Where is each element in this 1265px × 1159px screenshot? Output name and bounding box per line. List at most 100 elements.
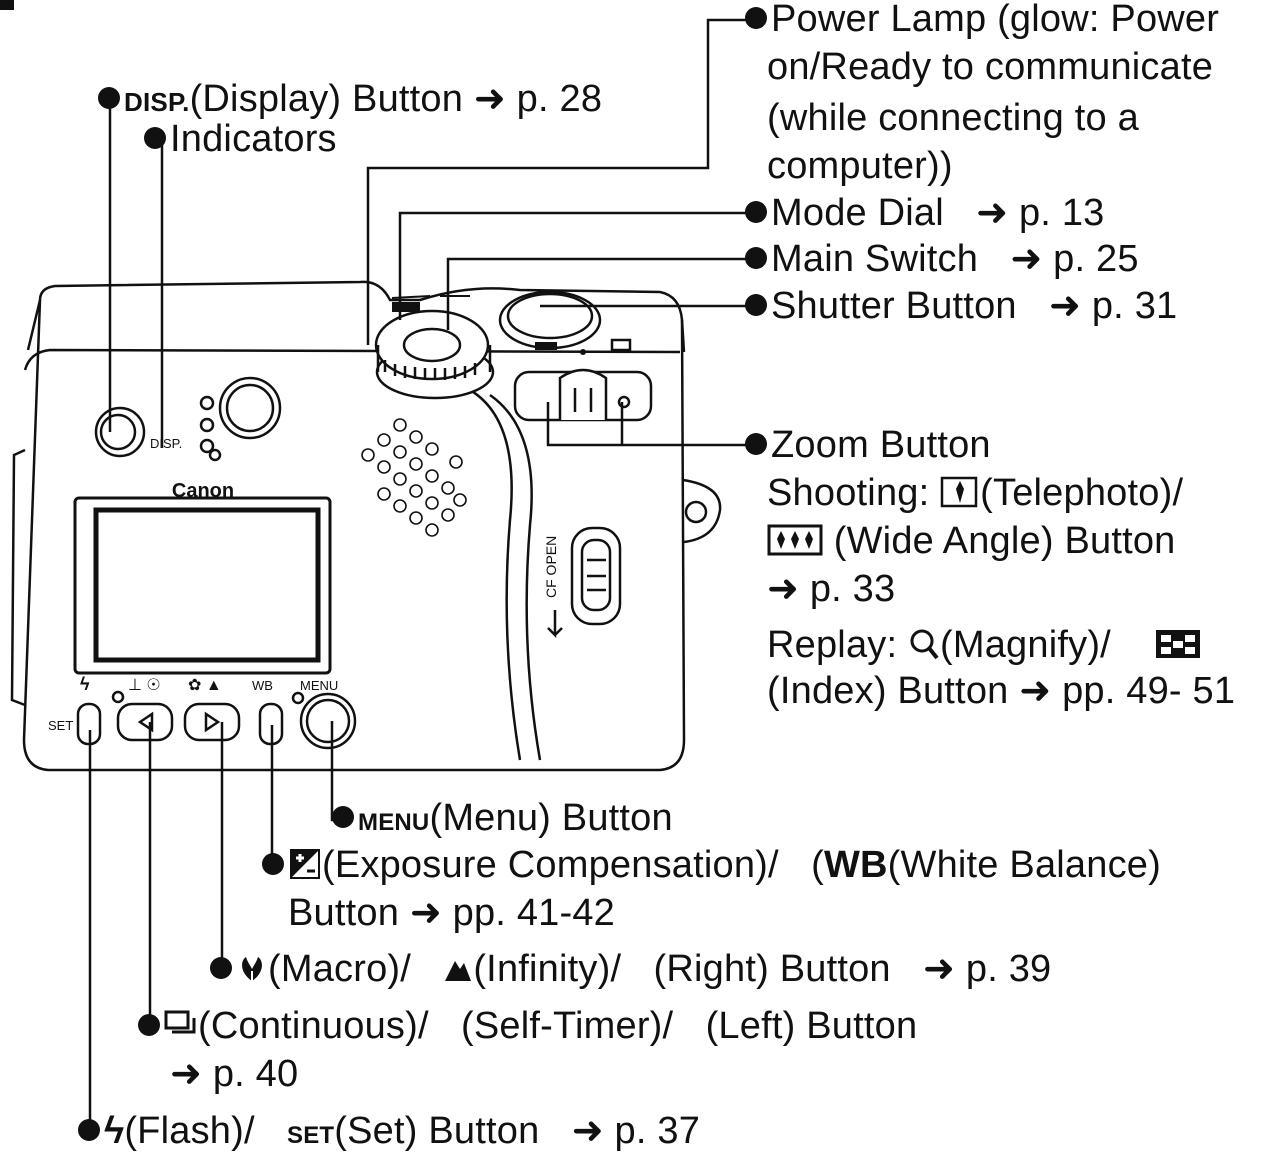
- infinity-text: (Infinity)/: [473, 948, 622, 990]
- button-word: Button: [288, 892, 400, 934]
- exposure-compensation-icon: [290, 848, 320, 879]
- shutter-label: Shutter Button: [771, 285, 1017, 327]
- display-label: (Display) Button: [189, 78, 464, 120]
- page-arrow-icon: ➜: [409, 892, 442, 934]
- mode-dial-label: Mode Dial: [771, 192, 944, 234]
- bullet-dot: [138, 1013, 160, 1036]
- page-reference: p. 25: [1053, 238, 1139, 280]
- page-reference: pp. 41-42: [452, 892, 616, 934]
- bullet-dot: [745, 200, 767, 223]
- zoom-index-line: (Index) Button ➜ pp. 49- 51: [767, 668, 1235, 715]
- wide-angle-text: (Wide Angle) Button: [833, 520, 1176, 562]
- exposure-line2: Button ➜ pp. 41-42: [288, 890, 615, 937]
- exposure-text: (Exposure Compensation)/: [322, 844, 779, 886]
- page-arrow-icon: ➜: [1049, 285, 1082, 327]
- index-icon: [1155, 629, 1200, 658]
- macro-icon: [242, 956, 262, 981]
- set-icon: SET: [287, 1122, 335, 1149]
- page-arrow-icon: ➜: [473, 78, 506, 120]
- page-reference: p. 13: [1018, 192, 1105, 234]
- zoom-label: Zoom Button: [771, 424, 991, 466]
- page-reference: p. 39: [965, 948, 1052, 990]
- bullet-dot: [262, 852, 284, 875]
- shutter-button-drawing: [498, 290, 632, 355]
- macro-text: (Macro)/: [268, 948, 412, 990]
- main-switch-label: Main Switch: [771, 238, 979, 280]
- shutter-callout: Shutter Button ➜ p. 31: [745, 283, 1177, 330]
- lcd-screen: [73, 496, 332, 675]
- menu-icon: MENU: [358, 809, 430, 836]
- page-reference: p. 28: [516, 78, 603, 120]
- zoom-callout: Zoom Button: [745, 422, 991, 469]
- bullet-dot: [98, 86, 120, 109]
- bottom-button-markings: SET ϟ ⊥ ☉ ✿ ▲ WB MENU: [48, 674, 338, 733]
- page-reference: p. 37: [614, 1110, 701, 1152]
- page-reference: p. 40: [212, 1053, 299, 1095]
- svg-text:MENU: MENU: [300, 678, 338, 693]
- continuous-page-line: ➜ p. 40: [170, 1051, 298, 1098]
- disp-icon: DISP.: [124, 87, 190, 117]
- svg-text:ϟ: ϟ: [80, 674, 90, 694]
- speaker-grille: [361, 418, 467, 537]
- zoom-shooting-line: Shooting: (Telephoto)/: [767, 470, 1183, 517]
- page-arrow-icon: ➜: [1019, 670, 1052, 712]
- page-arrow-icon: ➜: [571, 1110, 604, 1152]
- bullet-dot: [745, 246, 767, 269]
- continuous-callout: (Continuous)/ (Self-Timer)/ (Left) Butto…: [138, 1003, 917, 1050]
- svg-text:✿ ▲: ✿ ▲: [188, 677, 222, 694]
- svg-text:SET: SET: [48, 718, 73, 733]
- bullet-dot: [745, 293, 767, 316]
- set-button-text: (Set) Button: [334, 1110, 540, 1152]
- cf-open-marking: CF OPEN: [543, 536, 559, 598]
- bullet-dot: [745, 432, 767, 455]
- indicators-label: Indicators: [170, 118, 337, 160]
- telephoto-icon: [940, 476, 978, 508]
- continuous-shooting-icon: [164, 1010, 196, 1034]
- zoom-shooting-page: ➜ p. 33: [767, 566, 895, 613]
- magnify-icon: [910, 629, 939, 660]
- bullet-dot: [78, 1118, 100, 1141]
- bullet-dot: [745, 6, 767, 29]
- bullet-dot: [210, 956, 232, 979]
- page-reference: pp. 49- 51: [1062, 670, 1236, 712]
- infinity-mountain-icon: [445, 960, 472, 981]
- exposure-callout: (Exposure Compensation)/ (WB(White Balan…: [262, 842, 1161, 889]
- power-lamp-label: Power Lamp (glow: Power: [771, 0, 1220, 40]
- top-markings: [391, 295, 470, 299]
- bottom-buttons: [76, 690, 357, 750]
- viewfinder-area: [94, 376, 282, 462]
- page-reference: p. 33: [809, 568, 896, 610]
- white-balance-text: (White Balance): [887, 844, 1161, 886]
- power-lamp-line3: (while connecting to a: [767, 97, 1139, 139]
- replay-prefix: Replay:: [767, 624, 898, 666]
- indicators-callout: Indicators: [144, 116, 337, 163]
- camera-body: [10, 280, 722, 772]
- macro-callout: (Macro)/ (Infinity)/ (Right) Button ➜ p.…: [210, 946, 1051, 993]
- power-lamp-line2: on/Ready to communicate: [767, 46, 1214, 88]
- page-arrow-icon: ➜: [976, 192, 1009, 234]
- bullet-dot: [144, 126, 166, 149]
- self-timer-text: (Self-Timer)/: [461, 1005, 674, 1047]
- main-switch-callout: Main Switch ➜ p. 25: [745, 236, 1139, 283]
- continuous-text: (Continuous)/: [198, 1005, 429, 1047]
- page-arrow-icon: ➜: [1010, 238, 1043, 280]
- flash-callout: ϟ(Flash)/ SET(Set) Button ➜ p. 37: [78, 1108, 700, 1159]
- disp-marking: DISP.: [150, 436, 182, 451]
- zoom-replay-line: Replay: (Magnify)/: [767, 622, 1202, 669]
- white-balance-icon: WB: [823, 844, 888, 886]
- mode-dial: [374, 302, 495, 400]
- cf-card-cover: [547, 526, 622, 639]
- telephoto-text: (Telephoto)/: [980, 472, 1184, 514]
- svg-text:⊥ ☉: ⊥ ☉: [128, 677, 161, 694]
- flash-icon: ϟ: [104, 1110, 125, 1152]
- display-callout: DISP.(Display) Button ➜ p. 28: [98, 76, 602, 126]
- flash-text: (Flash)/: [124, 1110, 255, 1152]
- zoom-lever-drawing: [513, 368, 653, 422]
- magnify-text: (Magnify)/: [940, 624, 1111, 666]
- menu-callout: MENU(Menu) Button: [332, 795, 673, 846]
- page-arrow-icon: ➜: [170, 1053, 203, 1095]
- right-button-text: (Right) Button: [653, 948, 891, 990]
- zoom-wide-line: (Wide Angle) Button: [767, 518, 1176, 565]
- page-reference: p. 31: [1091, 285, 1178, 327]
